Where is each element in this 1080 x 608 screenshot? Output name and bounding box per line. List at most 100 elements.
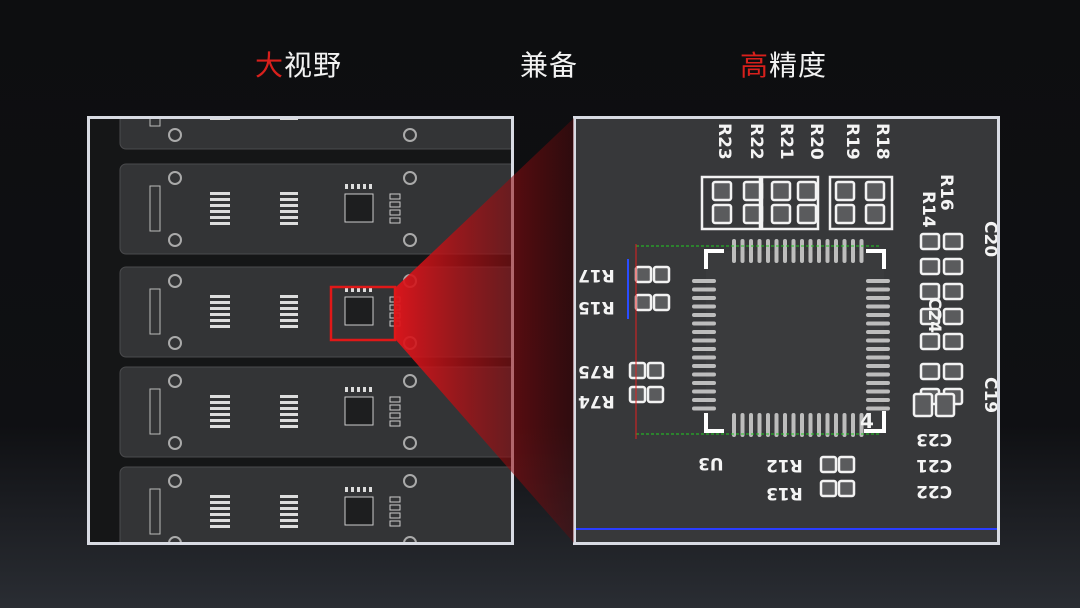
pad [280,401,298,404]
pad [652,265,671,284]
pad [363,287,366,292]
chip-pin [692,406,716,411]
pad [280,119,298,120]
pad [711,180,733,202]
pad [357,184,360,189]
silkscreen-label: C20 [980,221,1000,258]
chip-pin [866,372,890,377]
pad [280,307,298,310]
zoomed-pcb-image: R23 R22 R21 R20 R19 R18 R16 R14 C20 C24 … [573,116,1000,545]
chip-pin [808,239,813,263]
chip-pin [825,413,830,437]
chip-pin [692,330,716,334]
pad [210,313,230,316]
pad [912,392,934,418]
chip-pin [692,347,716,351]
pad [210,204,230,207]
mounting-hole [168,474,182,488]
chip-pin [866,321,890,326]
chip-pin [749,413,753,437]
pad [942,332,964,351]
pad [210,222,230,225]
pad [210,119,230,120]
silkscreen-label: R12 [766,455,803,475]
pad [942,307,964,326]
mounting-hole [168,374,182,388]
pad [210,198,230,201]
pad [351,184,354,189]
chip-pin [766,239,770,263]
pad [210,401,230,404]
silkscreen-label: C22 [916,481,953,501]
chip-pin [866,313,890,317]
chip-pin [692,389,716,394]
chip-pin [757,413,762,437]
pad [280,501,298,504]
pad [210,210,230,213]
pad [280,407,298,410]
silkscreen-label: C24 [924,297,944,334]
pcb-board [119,366,511,458]
connector [149,119,161,127]
mounting-hole [168,128,182,142]
pad [919,307,941,326]
pad [210,419,230,422]
chip-pin [851,413,855,437]
chip-pin [783,239,787,263]
chip-pin [866,355,890,360]
pad [919,282,941,301]
pad [646,385,665,404]
mounting-hole [168,171,182,185]
pad [280,507,298,510]
silkscreen-label: R75 [578,361,615,381]
pad [280,325,298,328]
chip-corner-marks [704,249,886,433]
pad [864,180,886,202]
pad [280,295,298,298]
wide-field-pcb-image [87,116,514,545]
chip-pin [866,347,890,351]
pad [796,180,818,202]
chip-pin [692,313,716,317]
pad [280,513,298,516]
pad [210,495,230,498]
pad [919,362,941,381]
chip-pin [692,372,716,377]
chip-pin [692,364,716,368]
pad [210,319,230,322]
pad [369,184,372,189]
pad [280,413,298,416]
pad [210,525,230,528]
pad [351,387,354,392]
silkscreen-label: R19 [842,123,862,160]
chip [344,296,374,326]
chip-pin [740,239,745,263]
pad [864,203,886,225]
chip [344,496,374,526]
pad [796,203,818,225]
chip-pin [866,406,890,411]
chip-pin [866,389,890,394]
pad [280,313,298,316]
pad [942,362,964,381]
chip-pin [842,239,847,263]
pad [628,385,647,404]
silkscreen-label: R14 [918,191,938,228]
chip-pin [834,239,838,263]
pad [369,287,372,292]
pad [819,479,838,498]
chip-pin [692,296,716,300]
chip-pin [749,239,753,263]
pad [834,203,856,225]
pad [345,287,348,292]
pad [369,487,372,492]
pad [280,192,298,195]
mounting-hole [168,436,182,450]
pad [919,232,941,251]
pad [369,387,372,392]
silkscreen-outline [700,175,894,231]
pad [351,287,354,292]
chip-pin [866,330,890,334]
pad [942,232,964,251]
chip-pin [774,239,779,263]
